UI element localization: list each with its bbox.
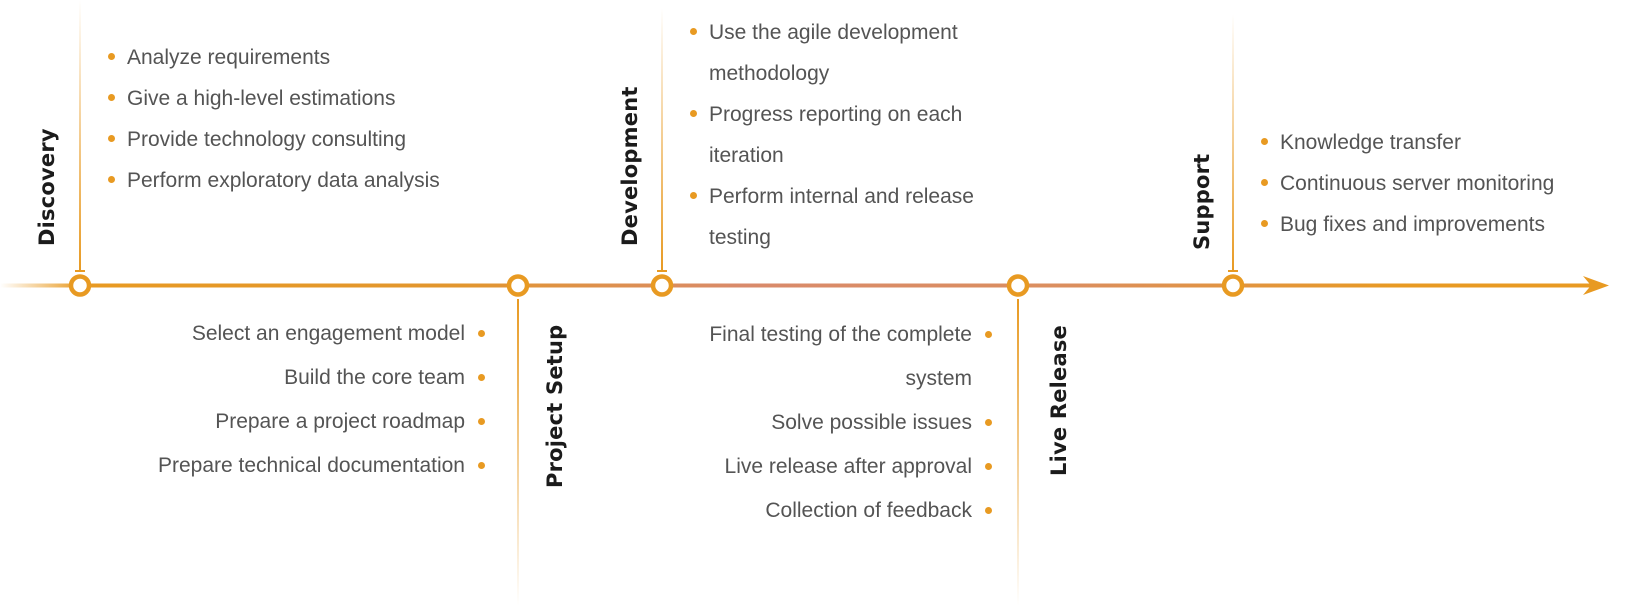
stage-title-live-release: Live Release [1047,325,1071,476]
stage-item: Analyze requirements [104,37,464,78]
connector-tick-support [1228,270,1238,272]
connector-line-live-release [1017,299,1019,606]
stage-item: Progress reporting on each iteration [686,94,998,176]
connector-tick-discovery [75,270,85,272]
stage-item: Prepare a project roadmap [88,400,488,444]
stage-title-development: Development [618,86,642,246]
stage-item: Select an engagement model [88,312,488,356]
connector-line-support [1232,14,1234,271]
timeline-node-live-release [1006,274,1030,297]
stage-item: Use the agile development methodology [686,12,998,94]
timeline-axis [0,283,1600,288]
connector-line-discovery [79,0,81,271]
timeline-node-discovery [68,274,92,297]
stage-item: Perform exploratory data analysis [104,160,464,201]
stage-item: Provide technology consulting [104,119,464,160]
stage-item: Collection of feedback [685,489,995,533]
stage-item: Live release after approval [685,445,995,489]
stage-item: Give a high-level estimations [104,78,464,119]
timeline-node-project-setup [506,274,530,297]
stage-title-project-setup: Project Setup [543,324,567,488]
timeline-node-support [1221,274,1245,297]
stage-item: Perform internal and release testing [686,176,998,258]
stage-item: Prepare technical documentation [88,444,488,488]
stage-title-discovery: Discovery [35,128,59,246]
stage-item: Knowledge transfer [1257,122,1637,163]
timeline-arrowhead [1583,276,1609,295]
timeline-node-development [650,274,674,297]
connector-line-project-setup [517,299,519,606]
stage-item: Final testing of the complete system [685,313,995,401]
stage-item: Build the core team [88,356,488,400]
stage-item: Bug fixes and improvements [1257,204,1637,245]
connector-line-development [661,8,663,271]
stage-title-support: Support [1190,153,1214,250]
connector-tick-development [657,270,667,272]
stage-item: Continuous server monitoring [1257,163,1637,204]
stage-item: Solve possible issues [685,401,995,445]
